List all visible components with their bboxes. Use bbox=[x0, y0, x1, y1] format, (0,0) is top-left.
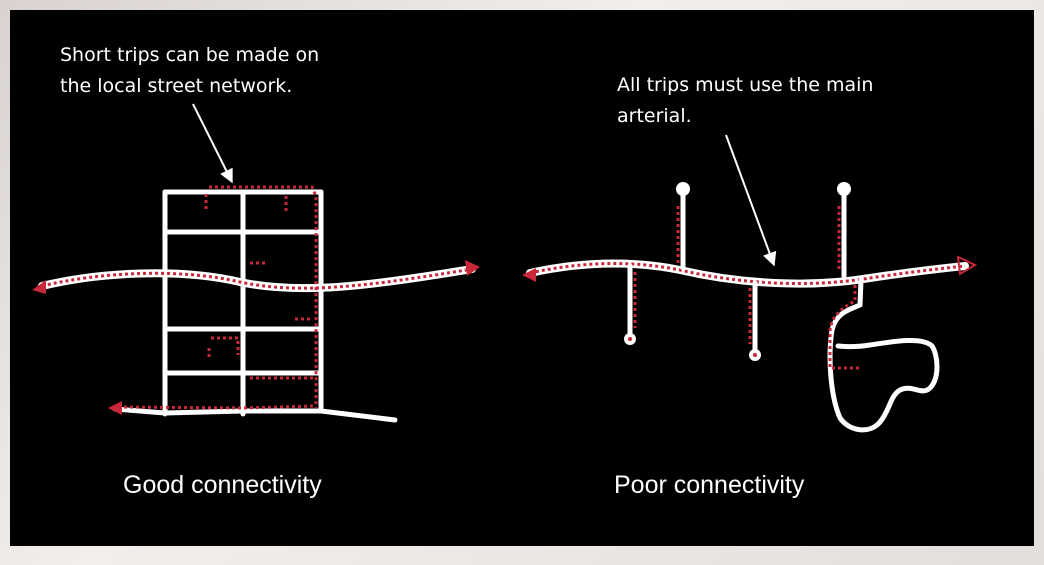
right-note-line-1: All trips must use the main bbox=[617, 74, 873, 96]
left-arterial-arrow-west bbox=[32, 280, 46, 294]
left-lower-street bbox=[112, 406, 168, 416]
cul-de-sac-streets bbox=[624, 182, 851, 361]
local-short-trips bbox=[204, 185, 318, 408]
slide: Short trips can be made on the local str… bbox=[10, 10, 1034, 546]
cul-de-sac-trips bbox=[633, 206, 841, 344]
loop-subdivision-street bbox=[827, 277, 940, 433]
left-arterial-arrow-east bbox=[465, 260, 480, 276]
left-lower-trip bbox=[117, 404, 316, 410]
right-arterial-arrow-west bbox=[522, 268, 536, 282]
left-lower-arrow-west bbox=[108, 401, 122, 415]
left-note-pointer-arrow bbox=[192, 103, 233, 184]
left-arterial-trip bbox=[41, 267, 473, 290]
right-arterial-trip bbox=[529, 262, 966, 286]
right-arterial-arrow-east bbox=[956, 255, 978, 276]
right-note-pointer-arrow bbox=[725, 134, 777, 267]
left-note-line-2: the local street network. bbox=[60, 75, 292, 97]
poor-connectivity-caption: Poor connectivity bbox=[614, 471, 805, 499]
right-note-line-2: arterial. bbox=[617, 105, 692, 127]
loop-subdivision-trip bbox=[828, 285, 860, 370]
poor-connectivity-diagram: All trips must use the main arterial. bbox=[522, 74, 978, 499]
good-connectivity-diagram: Short trips can be made on the local str… bbox=[32, 44, 480, 499]
local-street-grid bbox=[162, 189, 398, 423]
diagram-canvas: Short trips can be made on the local str… bbox=[32, 44, 978, 499]
good-connectivity-caption: Good connectivity bbox=[123, 471, 322, 499]
left-note-line-1: Short trips can be made on bbox=[60, 44, 319, 66]
